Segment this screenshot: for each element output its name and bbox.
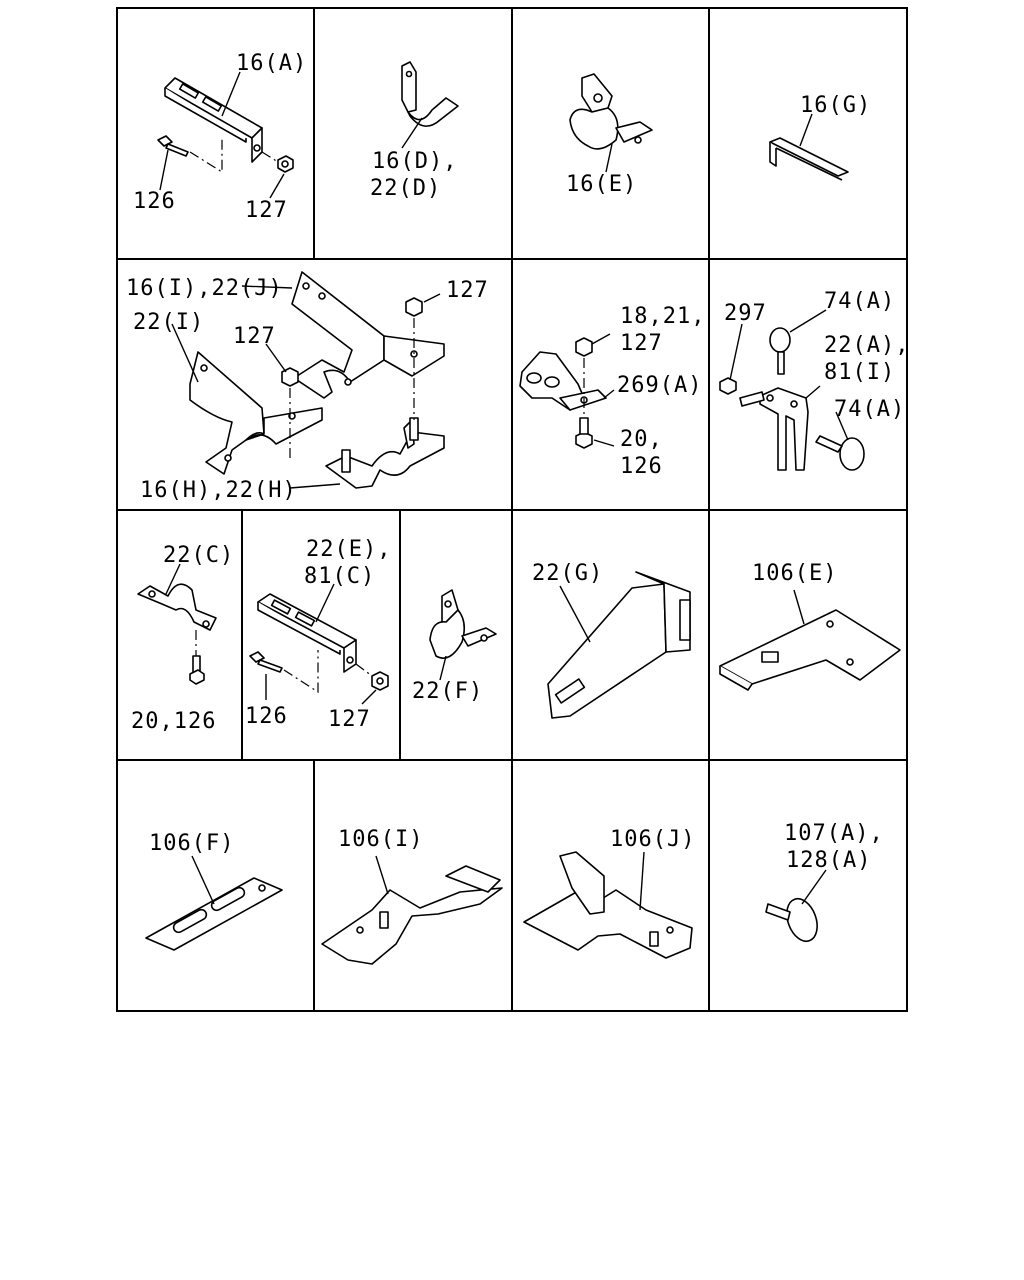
- clamp-74a-upper-drawing: [769, 327, 791, 375]
- cell-clamp-set: 16(I),22(J) 127 22(I) 127 16(H),22(H): [126, 271, 489, 503]
- cell-22g: 22(G): [532, 561, 691, 719]
- bracket-22i-drawing: [189, 351, 323, 475]
- label-22a: 22(A),: [824, 333, 909, 358]
- label-106j: 106(J): [610, 827, 695, 852]
- label-22f: 22(F): [412, 679, 483, 704]
- bolt-126-drawing: [249, 651, 283, 673]
- cell-106i: 106(I): [321, 827, 503, 965]
- label-106f: 106(F): [149, 831, 234, 856]
- label-74a-upper: 74(A): [824, 289, 895, 314]
- cell-106j: 106(J): [523, 827, 695, 959]
- label-81c: 81(C): [304, 564, 375, 589]
- label-16a: 16(A): [236, 51, 307, 76]
- clamp-74a-lower-drawing: [815, 435, 865, 471]
- label-81i: 81(I): [824, 360, 895, 385]
- plate-106e-drawing: [719, 609, 901, 691]
- cell-106e: 106(E): [719, 561, 901, 691]
- label-106i: 106(I): [338, 827, 423, 852]
- nut-127-drawing: [281, 297, 423, 387]
- nut-127-drawing: [575, 337, 593, 357]
- cell-16d-22d: 16(D), 22(D): [370, 61, 459, 201]
- bracket-16d-drawing: [401, 61, 459, 127]
- label-128a: 128(A): [786, 848, 871, 873]
- nut-297-drawing: [719, 377, 737, 395]
- label-297: 297: [724, 301, 767, 326]
- label-16h-22h: 16(H),22(H): [140, 478, 297, 503]
- bolt-126-drawing: [575, 417, 593, 449]
- label-16i-22j: 16(I),22(J): [126, 276, 283, 301]
- bracket-22j-drawing: [291, 271, 445, 399]
- cell-16e: 16(E): [566, 73, 653, 197]
- label-74a-lower: 74(A): [834, 397, 905, 422]
- label-16g: 16(G): [800, 93, 871, 118]
- cell-22f: 22(F): [412, 589, 497, 704]
- bolt-drawing: [739, 391, 765, 407]
- cell-269a: 18,21, 127 269(A) 20, 126: [519, 304, 705, 479]
- cell-106f: 106(F): [145, 831, 283, 951]
- bolt-20-drawing: [189, 655, 205, 685]
- bracket-16e-drawing: [569, 73, 653, 150]
- label-106e: 106(E): [752, 561, 837, 586]
- cell-107a-128a: 107(A), 128(A): [765, 821, 884, 943]
- clamp-22f-drawing: [429, 589, 497, 659]
- label-127-lower: 127: [233, 324, 276, 349]
- label-20-126: 20,126: [131, 709, 216, 734]
- bracket-22g-drawing: [547, 571, 691, 719]
- plate-106f-drawing: [145, 877, 283, 951]
- label-22c: 22(C): [163, 543, 234, 568]
- bracket-106j-drawing: [523, 851, 693, 959]
- cell-22e-81c: 22(E), 81(C) 126 127: [245, 537, 391, 732]
- label-269a: 269(A): [617, 373, 702, 398]
- label-126: 126: [245, 704, 288, 729]
- diagram-grid: [116, 7, 908, 1012]
- rubber-mount-drawing: [519, 351, 607, 411]
- cell-16g: 16(G): [769, 93, 871, 181]
- bracket-22h-drawing: [325, 417, 445, 489]
- label-107a: 107(A),: [784, 821, 884, 846]
- clamp-22c-drawing: [137, 583, 217, 631]
- label-127: 127: [328, 707, 371, 732]
- label-127: 127: [245, 198, 288, 223]
- bracket-106i-drawing: [321, 865, 503, 965]
- label-18-21: 18,21,: [620, 304, 705, 329]
- bracket-22e-drawing: [257, 593, 357, 673]
- bolt-126-drawing: [157, 135, 189, 157]
- nut-127-drawing: [277, 155, 294, 173]
- label-22i: 22(I): [133, 310, 204, 335]
- cell-22c: 22(C) 20,126: [131, 543, 234, 734]
- bracket-16g-drawing: [769, 137, 849, 181]
- hanger-drawing: [759, 387, 809, 471]
- label-126: 126: [620, 454, 663, 479]
- label-20: 20,: [620, 427, 663, 452]
- cell-22a-81i: 297 74(A) 22(A), 81(I) 74(A): [719, 289, 909, 471]
- clamp-107a-drawing: [765, 897, 818, 943]
- label-16e: 16(E): [566, 172, 637, 197]
- label-127-upper: 127: [446, 278, 489, 303]
- label-16d: 16(D),: [372, 149, 457, 174]
- label-22g: 22(G): [532, 561, 603, 586]
- bracket-16a-drawing: [164, 77, 263, 163]
- cell-16a: 16(A) 126 127: [133, 51, 307, 223]
- label-127: 127: [620, 331, 663, 356]
- label-22e: 22(E),: [306, 537, 391, 562]
- nut-127-drawing: [371, 671, 389, 691]
- label-126: 126: [133, 189, 176, 214]
- label-22d: 22(D): [370, 176, 441, 201]
